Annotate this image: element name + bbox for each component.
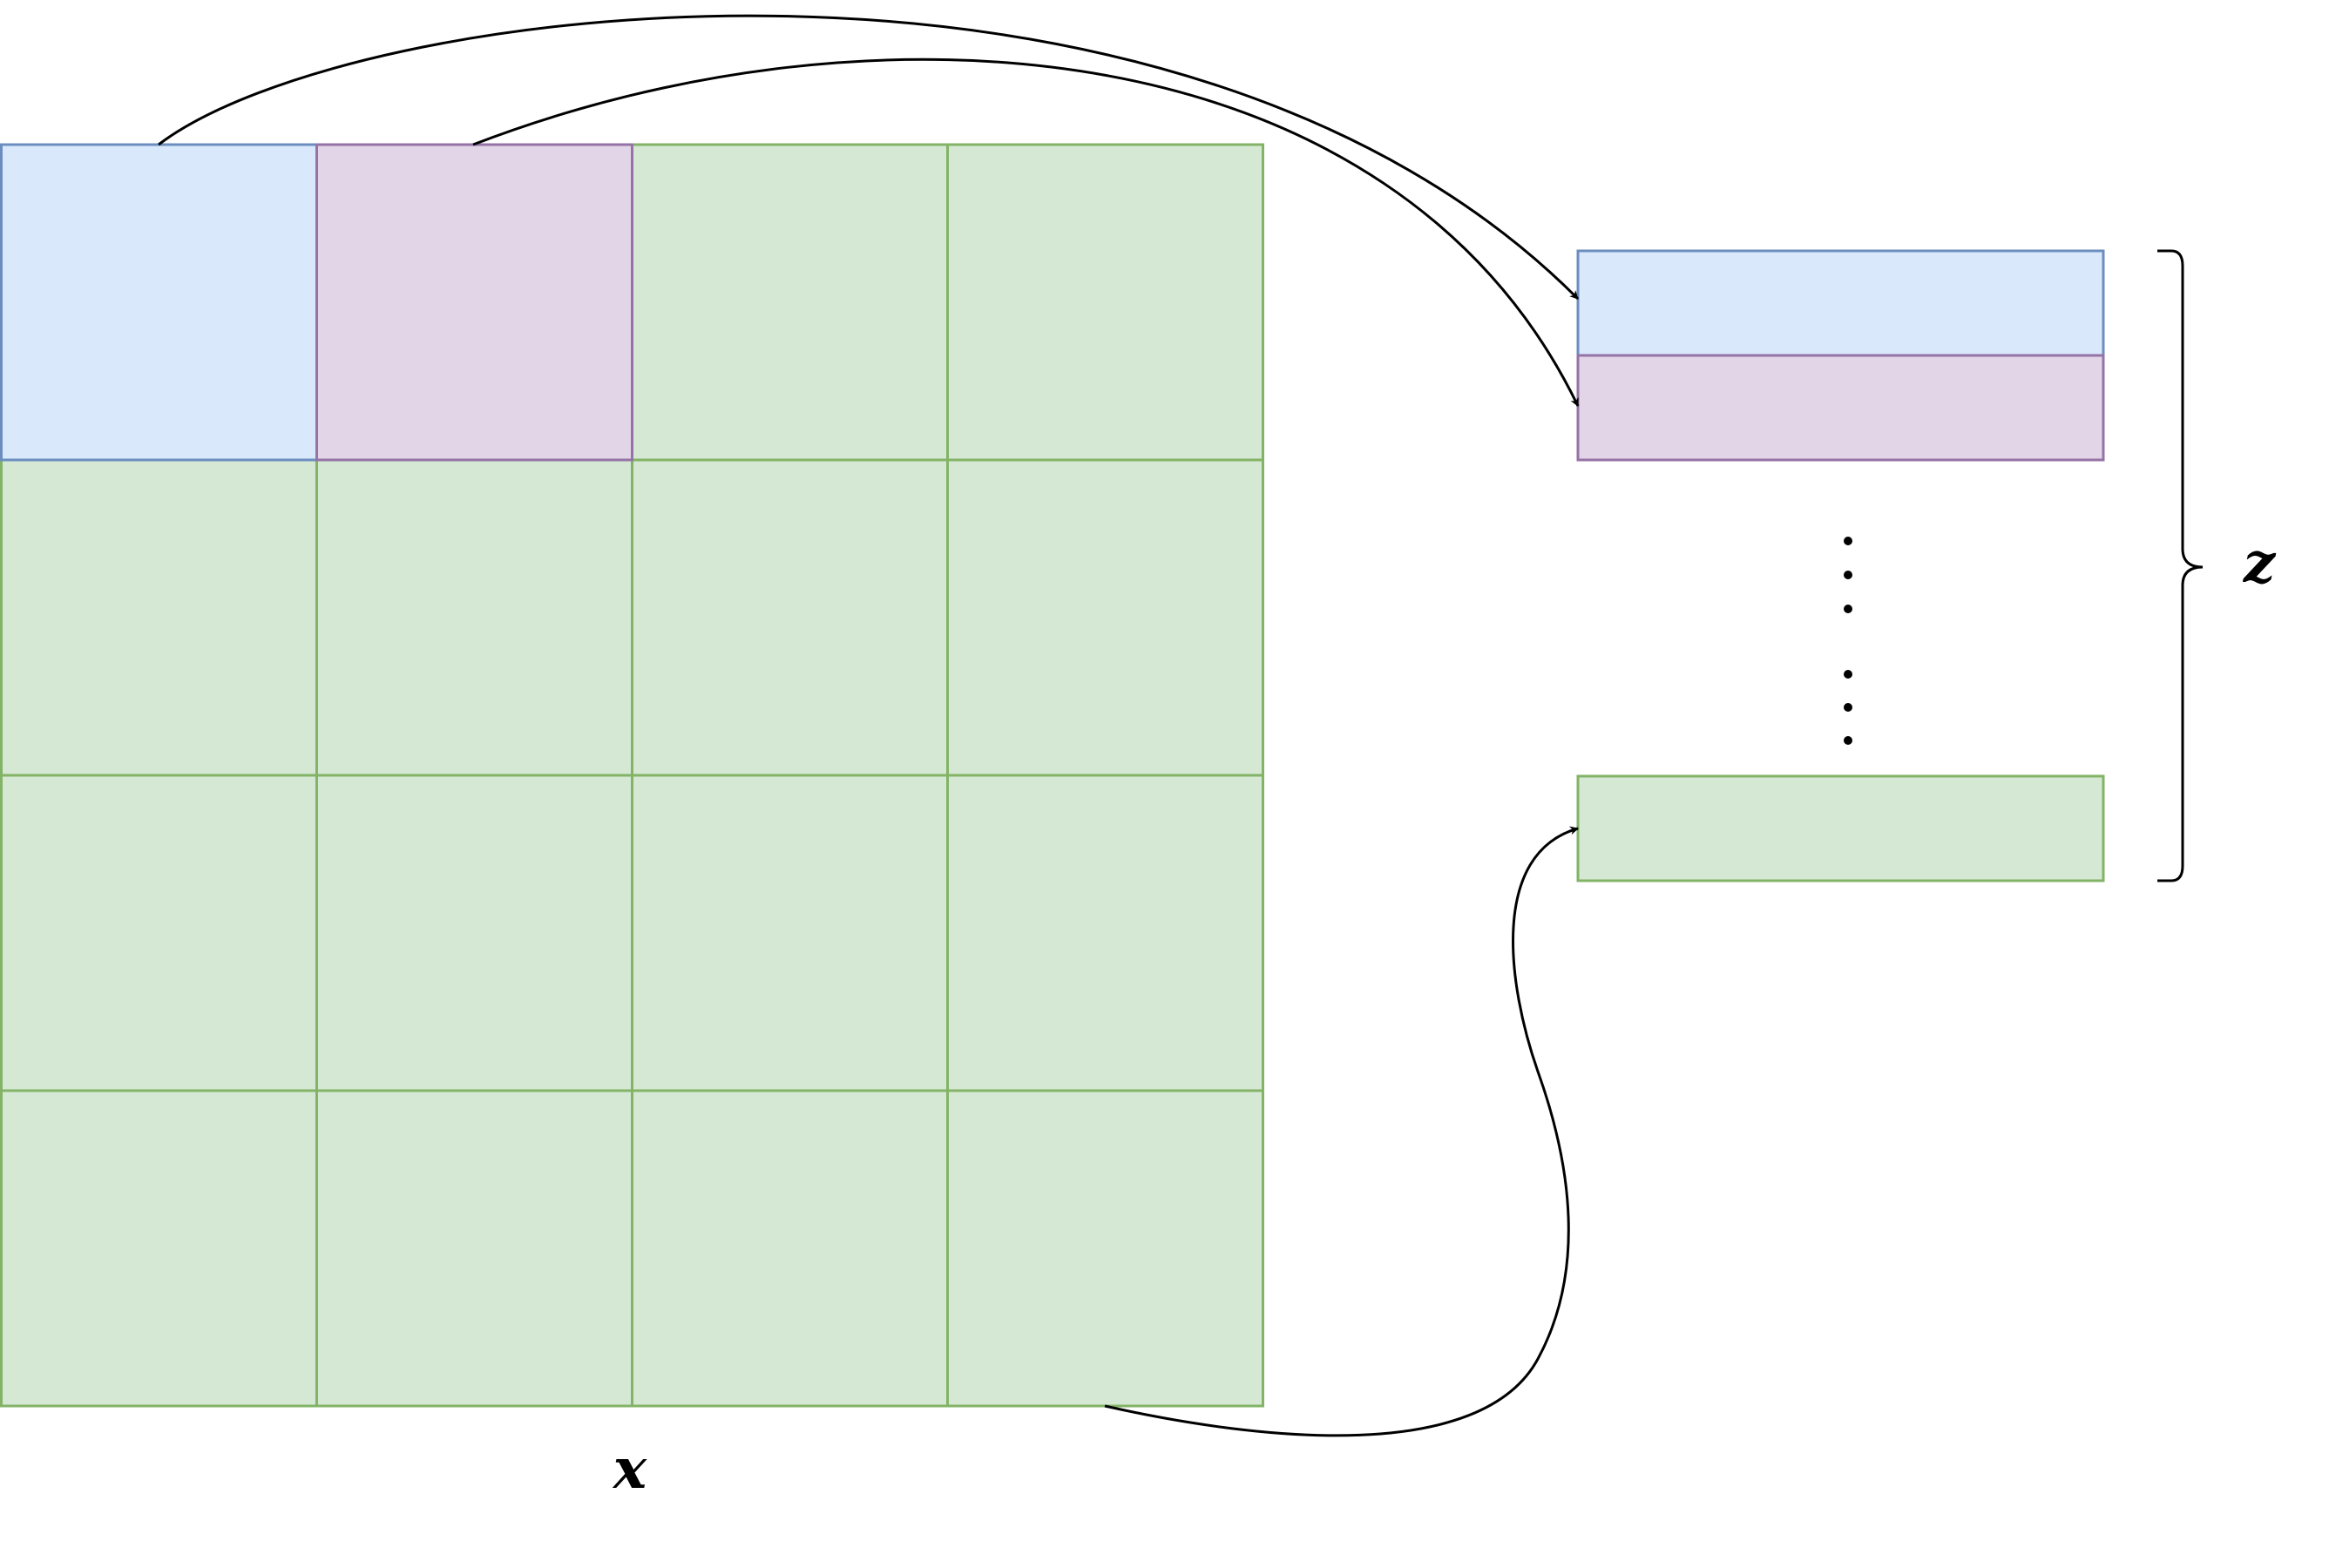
vertical-ellipsis <box>1844 537 1852 745</box>
arrow-purple-to-output <box>472 57 1580 407</box>
label-x: x <box>612 1436 647 1502</box>
grid-cell-green <box>315 1089 633 1408</box>
brace-icon <box>2157 249 2204 882</box>
arrow-blue-to-output <box>158 14 1580 301</box>
grid-cell-green <box>631 458 949 777</box>
grid-cell-purple <box>315 143 633 462</box>
grid-cell-green <box>631 774 949 1092</box>
grid-cell-green <box>0 774 318 1092</box>
grid-cell-green <box>0 1089 318 1408</box>
grid-cell-green <box>631 143 949 462</box>
grid-cell-green <box>946 143 1264 462</box>
grid-cell-green <box>946 1089 1264 1408</box>
grid-cell-green <box>631 1089 949 1408</box>
label-z: z <box>2243 531 2277 596</box>
input-grid-x <box>0 143 1264 1408</box>
arrow-last-to-output <box>1104 826 1579 1437</box>
grid-cell-green <box>315 458 633 777</box>
grid-cell-green <box>946 458 1264 777</box>
output-row-blue <box>1576 249 2105 357</box>
grid-cell-green <box>0 458 318 777</box>
output-row-green <box>1576 774 2105 882</box>
grid-cell-green <box>946 774 1264 1092</box>
grid-cell-green <box>315 774 633 1092</box>
grid-cell-blue <box>0 143 318 462</box>
output-row-purple <box>1576 354 2105 462</box>
